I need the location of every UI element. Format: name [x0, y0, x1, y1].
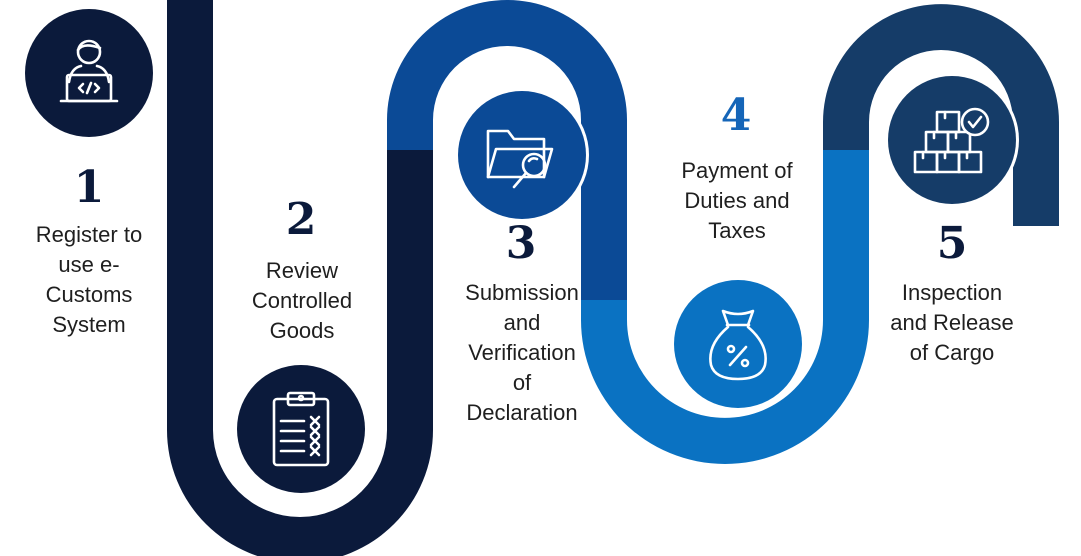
step-2-number: 2 — [285, 194, 317, 245]
step-5-number: 5 — [936, 218, 968, 269]
step-4-number: 4 — [720, 90, 752, 141]
step-2-label-line: Review — [265, 258, 339, 283]
step-2-label-line: Controlled — [251, 288, 353, 313]
step-4-icon-circle — [674, 280, 802, 408]
ribbon-navy-fill — [167, 0, 433, 556]
folder-search-icon — [486, 129, 554, 189]
step-5-label: Inspection and Release of Cargo — [872, 278, 1032, 368]
step-1-label-line: Customs — [45, 282, 133, 307]
step-2-label: Review Controlled Goods — [227, 256, 377, 346]
ribbon-blue-fill — [387, 0, 627, 300]
step-3-label-line: Declaration — [466, 400, 578, 425]
step-1-label-line: System — [52, 312, 126, 337]
ribbon-bright-blue-fill — [581, 150, 869, 464]
step-1-label-line: Register to — [35, 222, 143, 247]
step-1-label: Register to use e- Customs System — [14, 220, 164, 340]
step-4-label-line: Payment of — [681, 158, 793, 183]
step-3-label-line: and — [503, 310, 541, 335]
step-4-label-line: Duties and — [684, 188, 790, 213]
money-bag-percent-icon — [709, 309, 767, 381]
step-5-icon-circle — [888, 76, 1016, 204]
step-1-icon-circle — [25, 9, 153, 137]
ribbon-slate-fill — [823, 4, 1059, 226]
step-1-number: 1 — [73, 162, 105, 213]
step-5-label-line: of Cargo — [909, 340, 995, 365]
step-4-label: Payment of Duties and Taxes — [660, 156, 814, 246]
step-4-label-line: Taxes — [708, 218, 766, 243]
step-3-label: Submission and Verification of Declarati… — [443, 278, 601, 428]
step-5-label-line: Inspection — [901, 280, 1003, 305]
step-5-label-line: and Release — [890, 310, 1014, 335]
step-3-label-line: of — [512, 370, 532, 395]
clipboard-checklist-icon — [272, 391, 330, 467]
step-2-icon-circle — [237, 365, 365, 493]
step-3-icon-circle — [458, 91, 586, 219]
step-3-number: 3 — [505, 218, 537, 269]
step-3-label-line: Submission — [465, 280, 579, 305]
step-2-label-line: Goods — [269, 318, 335, 343]
person-laptop-code-icon — [59, 39, 119, 103]
step-1-label-line: use e- — [58, 252, 120, 277]
boxes-checkmark-icon — [913, 107, 990, 174]
step-3-label-line: Verification — [468, 340, 576, 365]
